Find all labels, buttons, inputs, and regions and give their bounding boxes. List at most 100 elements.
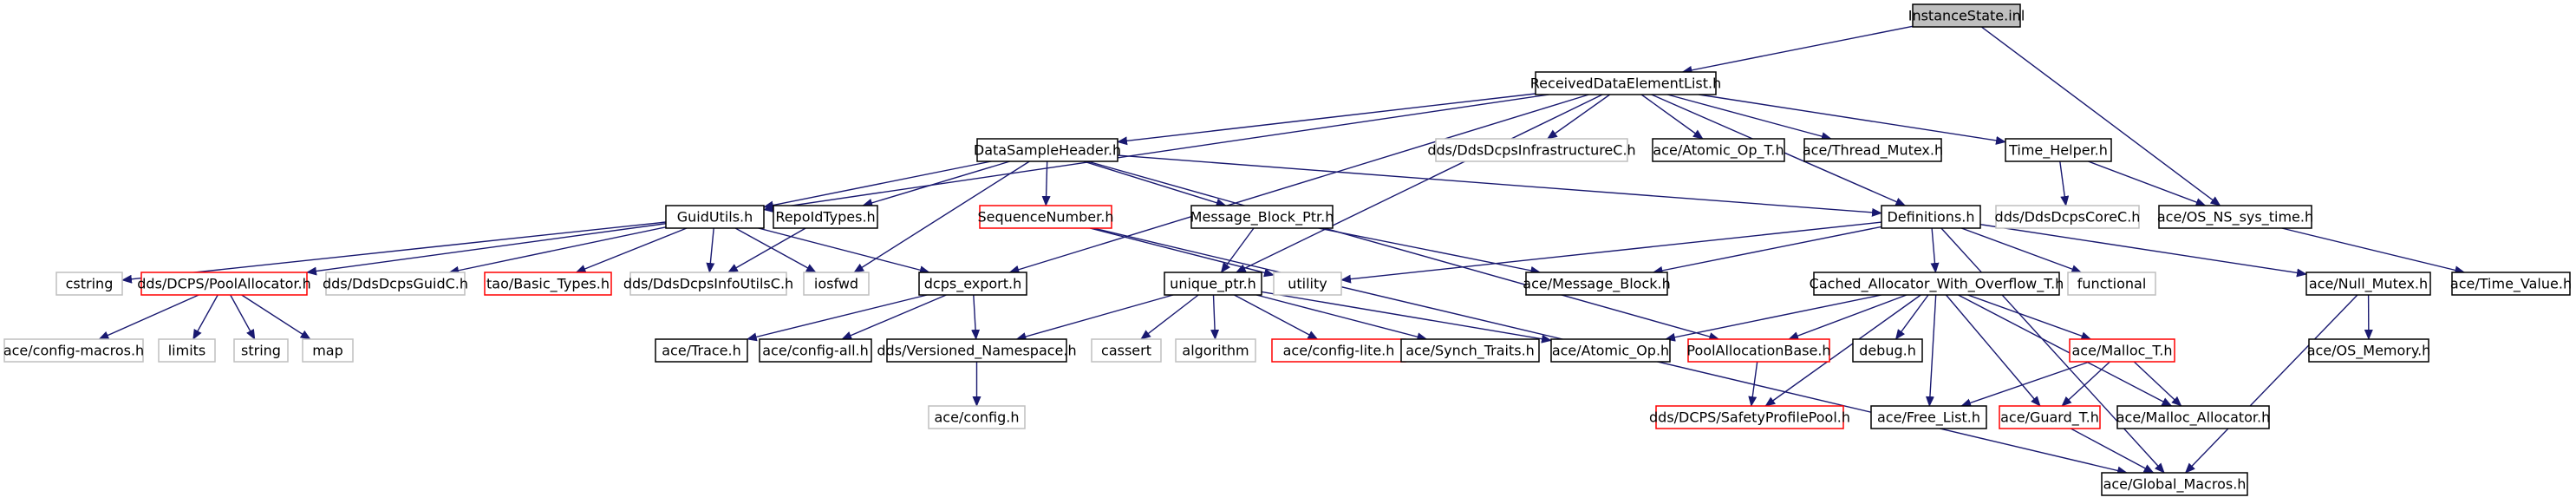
edge-seqnum-to-utility [1089, 227, 1275, 278]
edge-definitions-to-nullmutex [1979, 224, 2307, 278]
node-iosfwd[interactable]: iosfwd [803, 272, 870, 296]
node-algorithm[interactable]: algorithm [1175, 338, 1256, 363]
node-label: ace/Atomic_Op_T.h [1653, 142, 1784, 160]
edge-guidutils-to-cstring [121, 221, 667, 284]
edge-definitions-to-utility [1340, 221, 1882, 284]
node-box [2116, 405, 2270, 429]
node-map[interactable]: map [302, 338, 354, 363]
node-label: iosfwd [814, 276, 858, 292]
node-label: PoolAllocationBase.h [1686, 343, 1830, 359]
node-string[interactable]: string [233, 338, 289, 363]
edge-nullmutex-to-globalmacros [2184, 294, 2358, 474]
node-box [325, 272, 466, 296]
node-msgblockptr[interactable]: Message_Block_Ptr.h [1190, 205, 1334, 229]
node-debug[interactable]: debug.h [1852, 338, 1923, 363]
node-box [1912, 3, 2021, 28]
node-label: ace/Guard_T.h [2000, 409, 2099, 427]
node-versioned[interactable]: dds/Versioned_Namespace.h [877, 338, 1077, 363]
node-basictypes[interactable]: tao/Basic_Types.h [484, 272, 612, 296]
node-box [302, 338, 354, 363]
node-trace[interactable]: ace/Trace.h [655, 338, 748, 363]
node-box [1525, 272, 1668, 296]
node-configh[interactable]: ace/config.h [928, 405, 1026, 429]
node-globalmacros[interactable]: ace/Global_Macros.h [2101, 472, 2248, 496]
node-safetypool[interactable]: dds/DCPS/SafetyProfilePool.h [1649, 405, 1850, 429]
edge-poolalloc-to-configmacros [98, 294, 199, 340]
node-corec[interactable]: dds/DdsDcpsCoreC.h [1995, 205, 2141, 229]
node-label: dds/DdsDcpsCoreC.h [1995, 209, 2141, 226]
node-synchtraits[interactable]: ace/Synch_Traits.h [1400, 338, 1540, 363]
edge-definitions-to-cachedalloc [1930, 227, 1940, 273]
edge-uniqueptr-to-versioned [1015, 294, 1174, 341]
node-definitions[interactable]: Definitions.h [1881, 205, 1981, 229]
node-box [484, 272, 612, 296]
node-timehelper[interactable]: Time_Helper.h [2005, 138, 2112, 162]
edge-malloct-to-mallocalloc [2133, 361, 2182, 407]
edge-datasample-to-msgblockptr [1083, 160, 1227, 207]
node-seqnum[interactable]: SequenceNumber.h [978, 205, 1114, 229]
node-box [55, 272, 123, 296]
node-box [773, 205, 878, 229]
node-box [1091, 338, 1162, 363]
node-label: cassert [1101, 343, 1151, 359]
edge-repoid-to-infoutils [727, 227, 806, 273]
node-dcpsexport[interactable]: dcps_export.h [918, 272, 1027, 296]
node-cachedalloc[interactable]: Cached_Allocator_With_Overflow_T.h [1810, 272, 2064, 296]
node-osmemory[interactable]: ace/OS_Memory.h [2307, 338, 2431, 363]
edge-msgblockptr-to-msgblock [1318, 227, 1542, 275]
node-malloct[interactable]: ace/Malloc_T.h [2069, 338, 2175, 363]
node-label: DataSampleHeader.h [974, 142, 1121, 159]
node-atomicop_t[interactable]: ace/Atomic_Op_T.h [1652, 138, 1785, 162]
node-utility[interactable]: utility [1273, 272, 1342, 296]
edge-cachedalloc-to-atomicop [1665, 294, 1882, 342]
node-infoutils[interactable]: dds/DdsDcpsInfoUtilsC.h [623, 272, 793, 296]
node-box [1999, 405, 2101, 429]
node-repoid[interactable]: RepoIdTypes.h [773, 205, 878, 229]
node-poolalloc[interactable]: dds/DCPS/PoolAllocator.h [137, 272, 311, 296]
node-box [1803, 138, 1942, 162]
node-instancestate[interactable]: InstanceState.inl [1908, 3, 2025, 28]
node-label: ace/config.h [934, 409, 1019, 426]
node-label: functional [2077, 276, 2147, 292]
node-datasample[interactable]: DataSampleHeader.h [974, 138, 1121, 162]
node-limits[interactable]: limits [158, 338, 216, 363]
node-configlite[interactable]: ace/config-lite.h [1271, 338, 1406, 363]
node-configmacros[interactable]: ace/config-macros.h [3, 338, 144, 363]
edge-dcpsexport-to-trace [746, 294, 928, 342]
node-label: ace/config-lite.h [1283, 343, 1395, 359]
edge-instancestate-to-ossystime [1980, 26, 2221, 206]
node-label: dds/DCPS/SafetyProfilePool.h [1649, 409, 1850, 426]
node-cassert[interactable]: cassert [1091, 338, 1162, 363]
node-guardt[interactable]: ace/Guard_T.h [1999, 405, 2101, 429]
node-box [979, 205, 1112, 229]
nodes-layer: InstanceState.inlReceivedDataElementList… [3, 3, 2572, 496]
node-box [1870, 405, 1987, 429]
node-label: ace/Null_Mutex.h [2309, 276, 2428, 293]
node-infra[interactable]: dds/DdsDcpsInfrastructureC.h [1427, 138, 1636, 162]
node-guidutils[interactable]: GuidUtils.h [665, 205, 765, 229]
node-functional[interactable]: functional [2067, 272, 2156, 296]
node-freelist[interactable]: ace/Free_List.h [1870, 405, 1987, 429]
node-threadmutex[interactable]: ace/Thread_Mutex.h [1803, 138, 1943, 162]
node-label: ace/Thread_Mutex.h [1803, 142, 1943, 160]
node-atomicop[interactable]: ace/Atomic_Op.h [1550, 338, 1671, 363]
edge-poolallocbase-to-safetypool [1748, 361, 1758, 407]
node-uniqueptr[interactable]: unique_ptr.h [1164, 272, 1262, 296]
node-guidc[interactable]: dds/DdsDcpsGuidC.h [323, 272, 468, 296]
node-nullmutex[interactable]: ace/Null_Mutex.h [2305, 272, 2431, 296]
node-mallocalloc[interactable]: ace/Malloc_Allocator.h [2116, 405, 2271, 429]
node-received[interactable]: ReceivedDataElementList.h [1530, 71, 1721, 95]
edge-cachedalloc-to-malloct [1967, 294, 2092, 340]
node-timevalue[interactable]: ace/Time_Value.h [2450, 272, 2572, 296]
node-configall[interactable]: ace/config-all.h [759, 338, 872, 363]
node-box [140, 272, 308, 296]
edge-guidutils-to-iosfwd [734, 227, 817, 273]
node-cstring[interactable]: cstring [55, 272, 123, 296]
node-ossystime[interactable]: ace/OS_NS_sys_time.h [2157, 205, 2313, 229]
edge-cachedalloc-to-freelist [1925, 294, 1937, 407]
edge-poolalloc-to-string [230, 294, 256, 340]
node-label: ace/Message_Block.h [1523, 276, 1670, 293]
node-msgblock[interactable]: ace/Message_Block.h [1523, 272, 1671, 296]
node-label: dds/DdsDcpsInfrastructureC.h [1427, 142, 1635, 159]
node-poolallocbase[interactable]: PoolAllocationBase.h [1686, 338, 1831, 363]
